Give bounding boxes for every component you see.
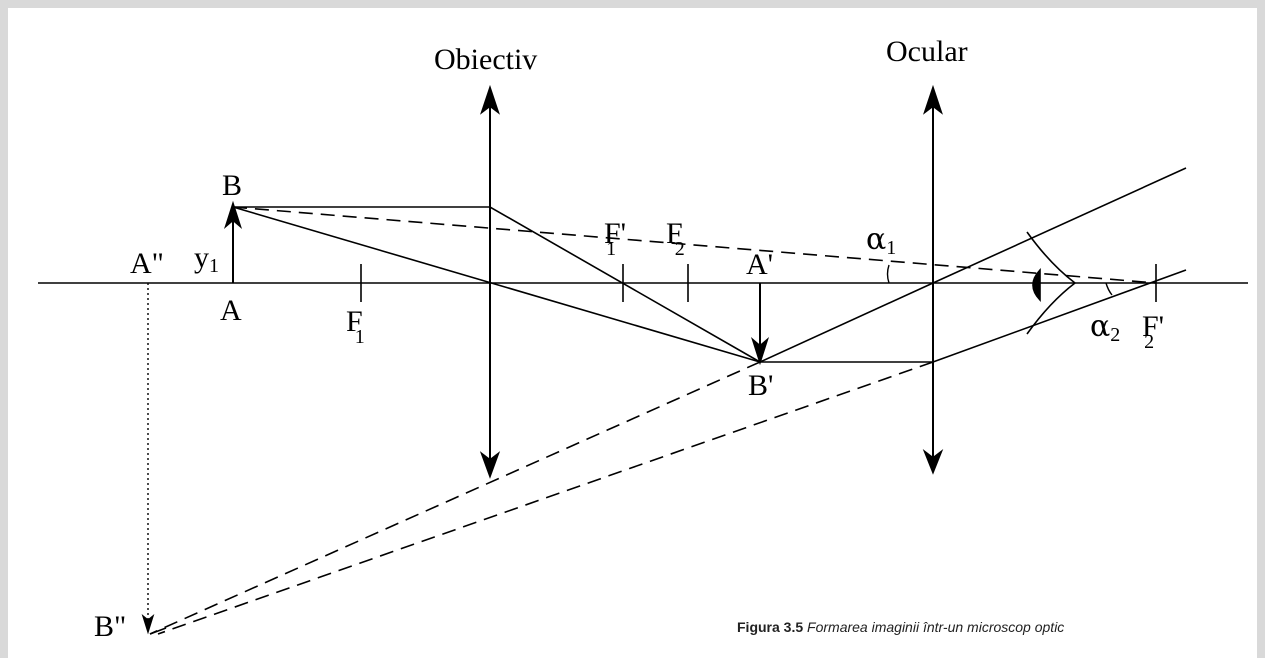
label-B-double-prime: B": [94, 610, 126, 643]
label-A-double-prime: A": [130, 247, 164, 280]
ocular-label: Ocular: [886, 35, 968, 68]
label-A: A: [220, 294, 242, 327]
label-F1: F1: [346, 305, 365, 348]
figure-caption: Figura 3.5 Formarea imaginii într-un mic…: [737, 619, 1064, 635]
intermediate-image-arrow: [750, 283, 770, 366]
label-F2-prime: F'2: [1142, 310, 1164, 353]
solid-rays: [232, 167, 1187, 363]
objective-label: Obiectiv: [434, 43, 537, 76]
figure-panel: [8, 8, 1257, 658]
label-F1-prime: F'1: [604, 217, 626, 260]
label-B-prime: B': [748, 369, 773, 402]
label-y1: y1: [194, 241, 219, 277]
caption-number: Figura 3.5: [737, 619, 804, 635]
label-alpha1: α1: [866, 222, 896, 259]
final-image-tip: [149, 627, 167, 635]
eye-icon: [1026, 231, 1076, 335]
object-arrow: [223, 200, 243, 283]
label-B: B: [222, 169, 242, 202]
ocular-lens: [922, 84, 944, 475]
label-F2: F2: [666, 217, 685, 260]
label-A-prime: A': [746, 248, 773, 281]
dashed-rays: [149, 206, 1157, 635]
label-alpha2: α2: [1090, 309, 1120, 346]
final-image-arrow: [141, 283, 155, 635]
alpha1-arc: [886, 264, 890, 284]
alpha2-arc: [1105, 282, 1113, 296]
caption-text: Formarea imaginii într-un microscop opti…: [807, 619, 1065, 635]
